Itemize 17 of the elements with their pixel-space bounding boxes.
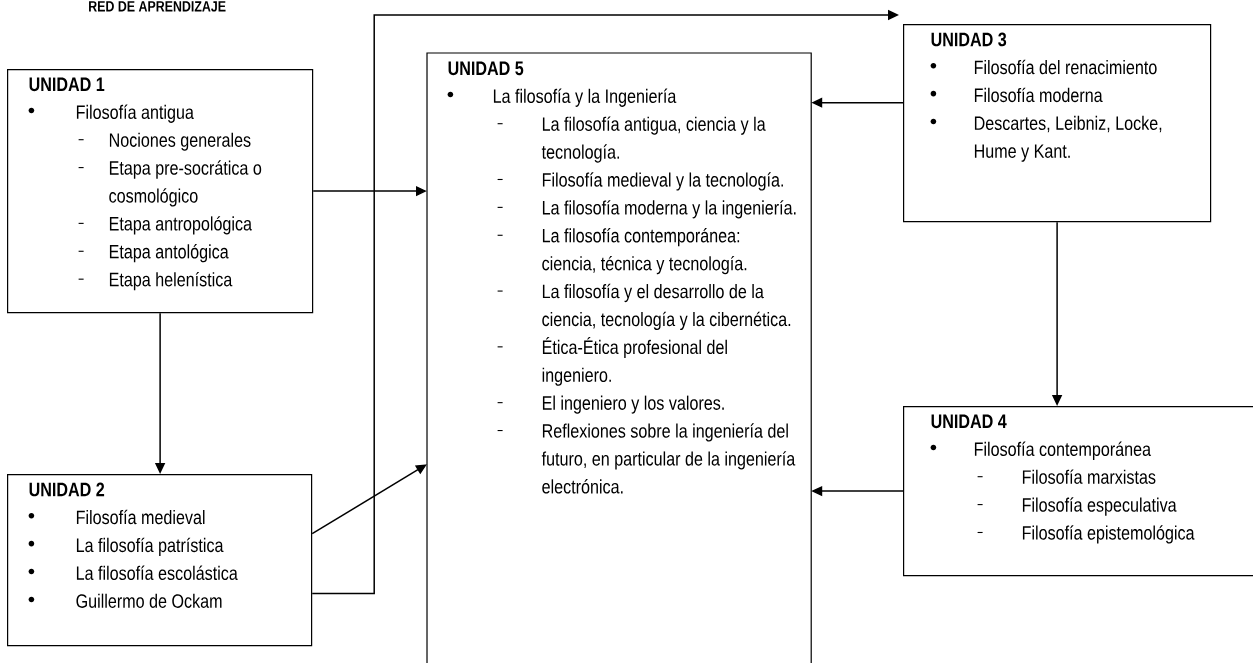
unit-box: UNIDAD 1 Filosofía antigua Nociones generales Etapa pre-socrática o cosmológico Etapa antropológica Etapa antológica Etapa helenística [7,69,314,314]
node-label: Ética-Ética profesional del ingeniero. [542,337,727,386]
unit-box: UNIDAD 4 Filosofía contemporánea Filosofía marxistas Filosofía especulativa Filosofía epistemológica [903,406,1253,577]
node-label: La filosofía y el desarrollo de la ciencia, tecnología y la cibernética. [542,283,791,331]
node-label: El ingeniero y los valores. [542,395,724,414]
node-label: La filosofía y la Ingeniería [493,88,677,107]
node-label: UNIDAD 5 [448,61,524,76]
node-label: La filosofía antigua, ciencia y la tecnología. [541,116,766,163]
unit-box: UNIDAD 5 La filosofía y la Ingeniería La filosofía antigua, ciencia y la tecnología. Filosofía medieval y la tecnología. La filosofía moderna y la ingeniería. La filosofía contemporánea: ciencia, técnica y tecnología. La filosofía y el desarrollo de la ciencia, tecnología y la cibernética. Ética-Ética profesional del ingeniero. El ingeniero y los valores. Reflexiones sobre la ingeniería del futuro, en particular de la ingeniería electrónica. [426,52,812,663]
node-label: La filosofía moderna y la ingeniería. [542,200,796,219]
unit-box: UNIDAD 2 Filosofía medieval La filosofía patrística La filosofía escolástica Guillermo de Ockam [7,474,313,647]
unit-box: UNIDAD 3 Filosofía del renacimiento Filosofía moderna Descartes, Leibniz, Locke, Hume y Kant. [903,24,1212,223]
node-label: Reflexiones sobre la ingeniería del futuro, en particular de la ingeniería electrónica. [541,423,796,494]
arrow [311,464,427,535]
node-label: Filosofía medieval y la tecnología. [542,172,783,191]
title: RED DE APRENDIZAJE [89,1,226,12]
node-label: La filosofía contemporánea: ciencia, técnica y tecnología. [542,228,747,275]
